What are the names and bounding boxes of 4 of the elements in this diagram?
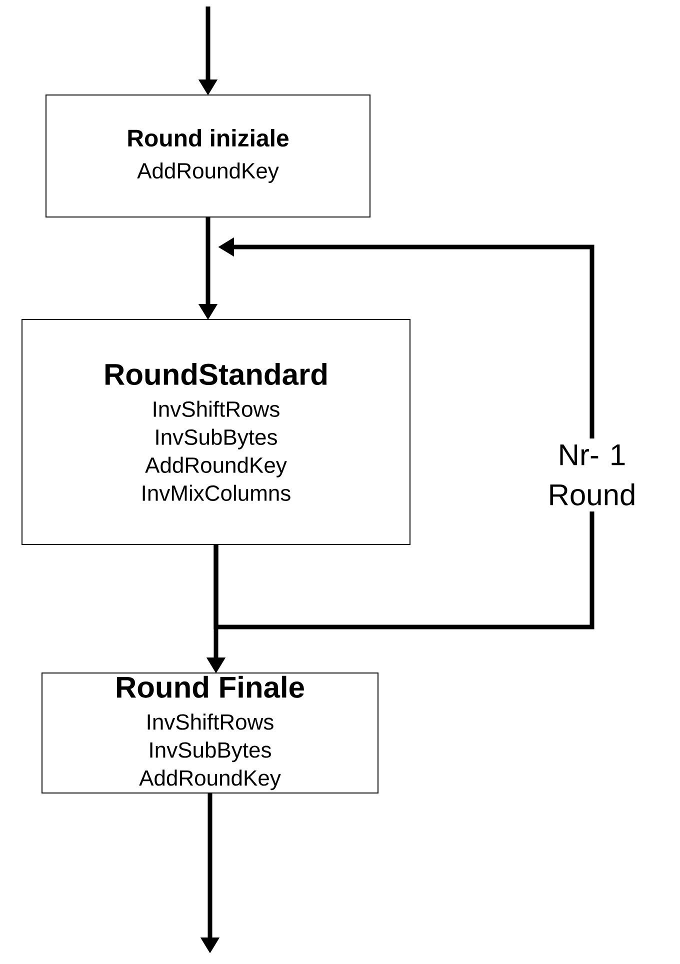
process-box: Round Finale InvShiftRows InvSubBytes AddRoundKey [42, 672, 378, 794]
process-box: Round iniziale AddRoundKey [46, 94, 370, 218]
process-box: RoundStandard InvShiftRows InvSubBytes AddRoundKey InvMixColumns [22, 319, 410, 545]
edge-label: Nr- 1 Round [531, 438, 653, 512]
